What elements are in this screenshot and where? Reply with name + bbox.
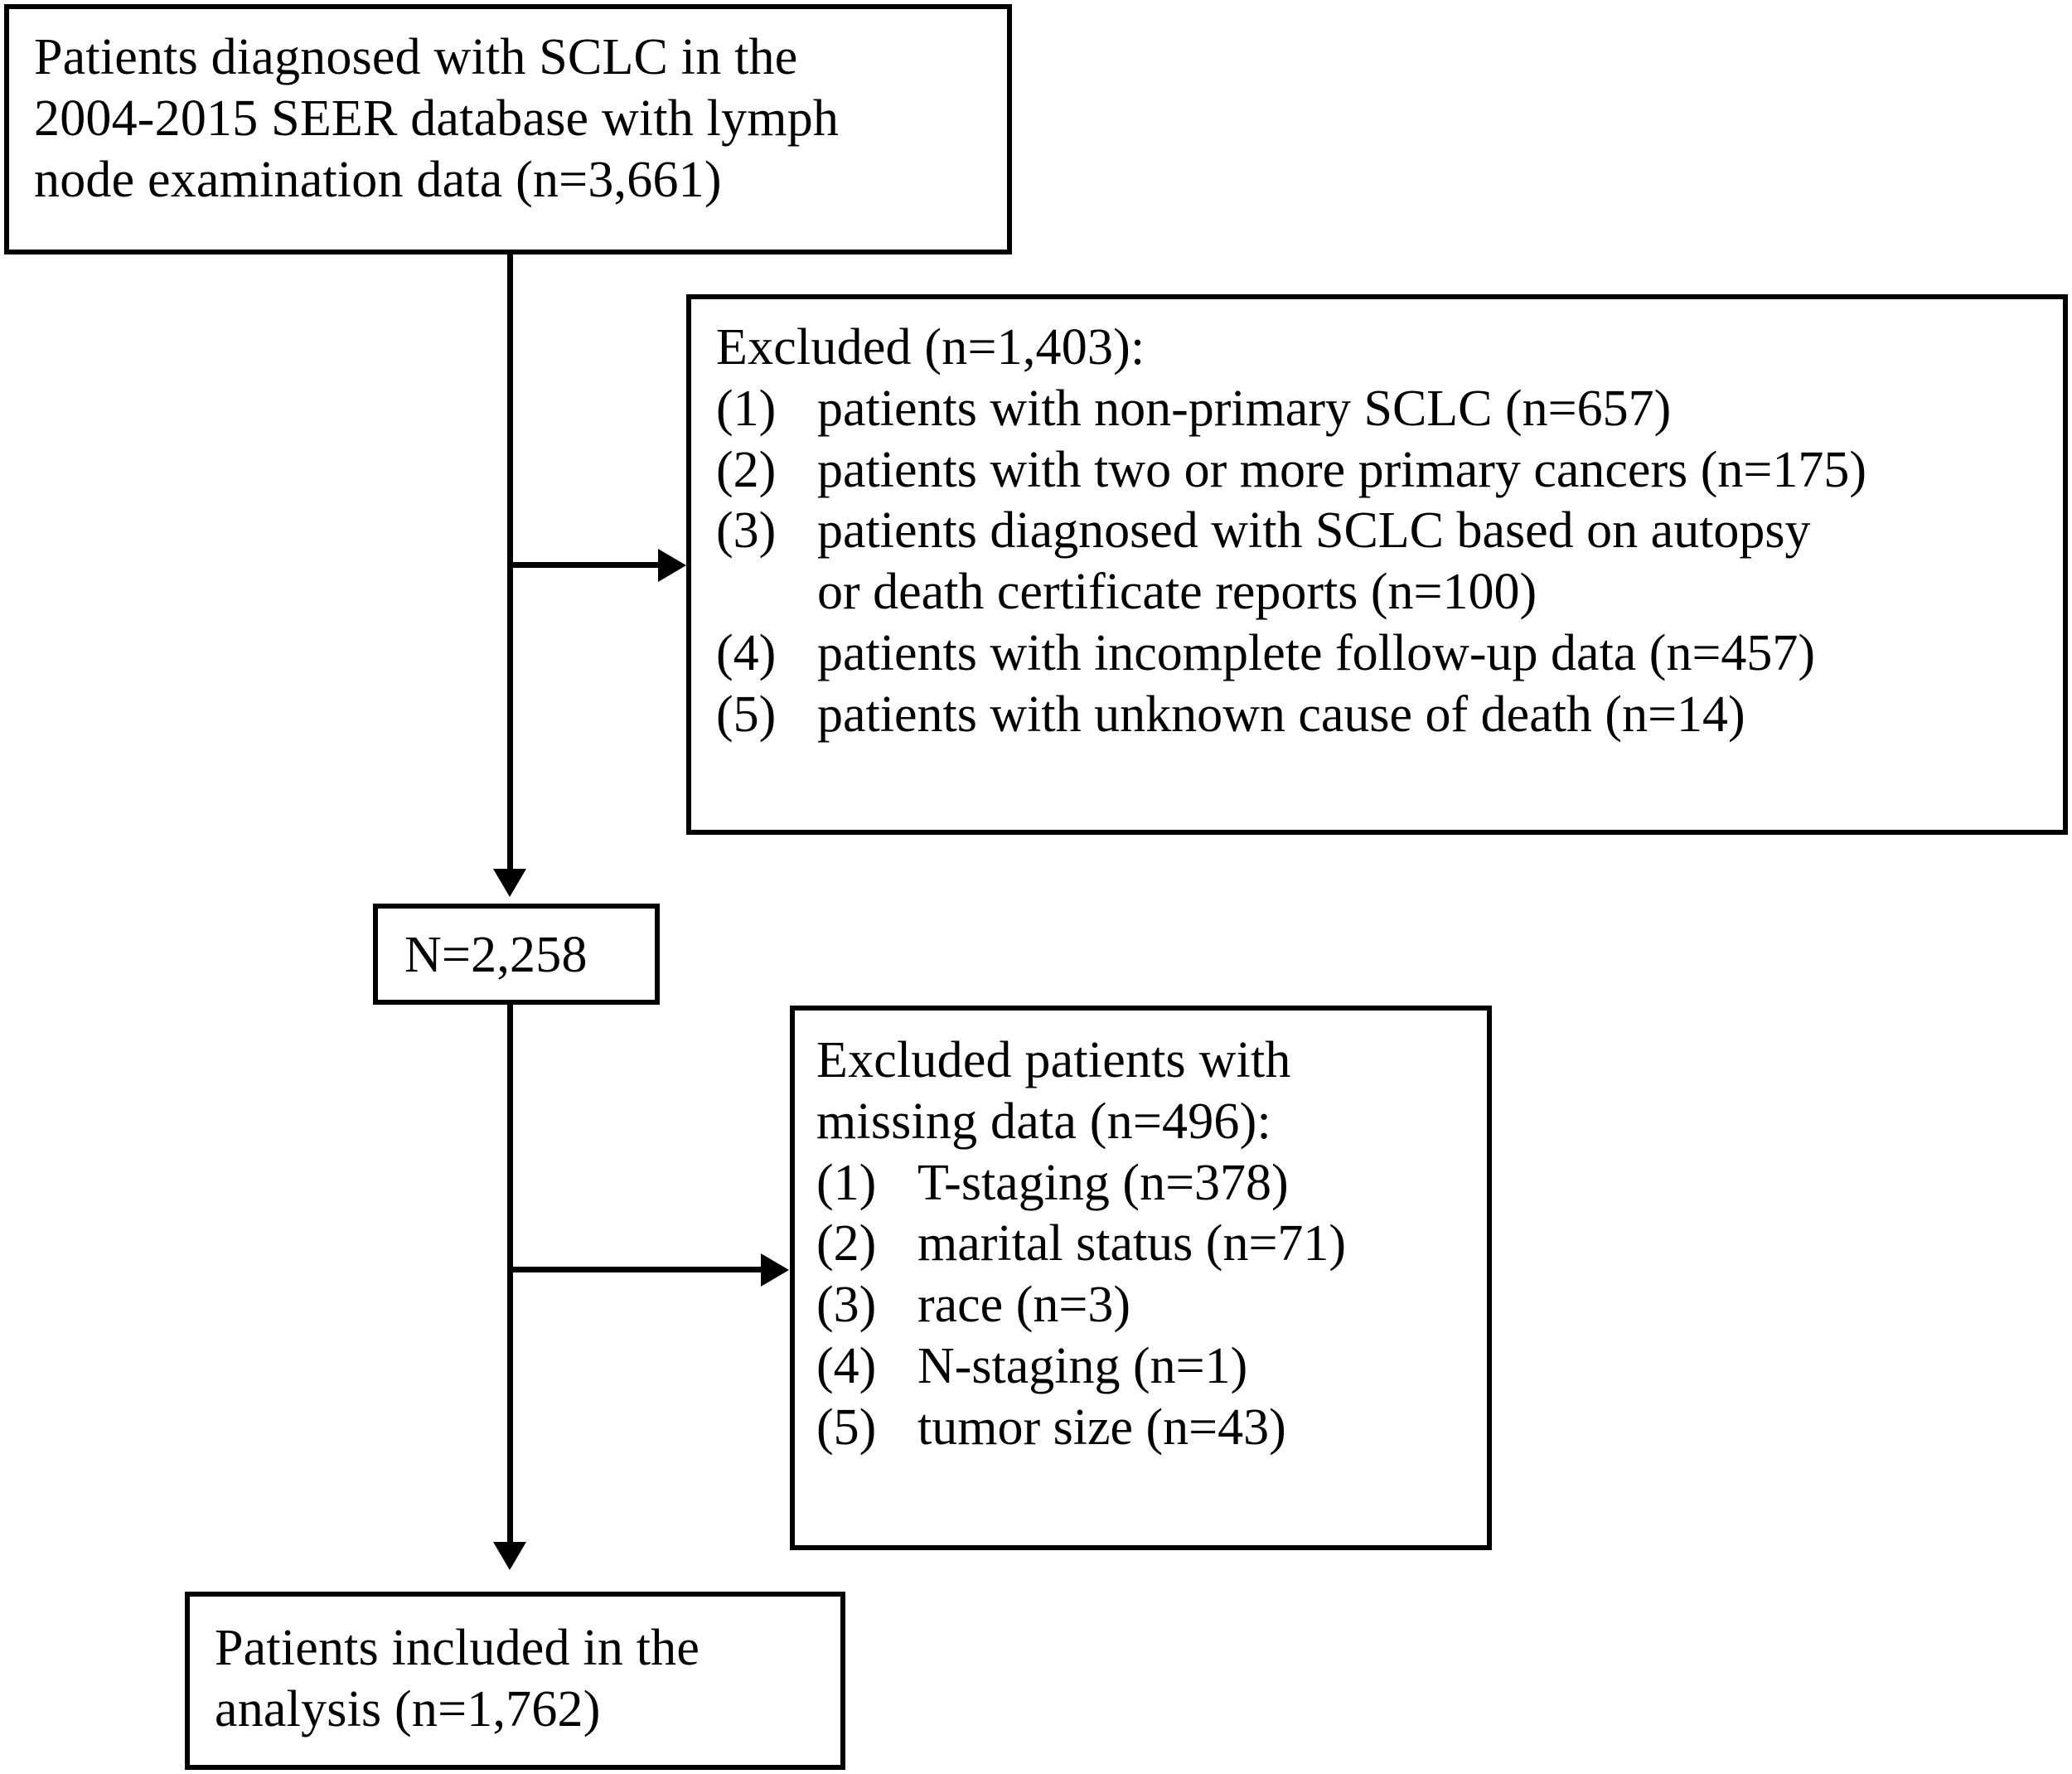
arrow-into-included — [493, 1542, 526, 1570]
excluded-1-item: (5) patients with unknown cause of death… — [716, 685, 2041, 746]
list-marker: (1) — [816, 1154, 877, 1211]
list-marker: (2) — [716, 441, 777, 498]
list-marker: (4) — [716, 624, 777, 681]
list-marker: (5) — [716, 686, 777, 743]
list-text: patients with unknown cause of death (n=… — [817, 686, 1745, 743]
source-line-3: node examination data (n=3,661) — [34, 151, 722, 208]
node-excluded-missing-data: Excluded patients with missing data (n=4… — [790, 1006, 1492, 1550]
node-remaining-count: N=2,258 — [373, 904, 660, 1005]
excluded-1-item: (4) patients with incomplete follow-up d… — [716, 623, 2041, 685]
excluded-2-item: (2) marital status (n=71) — [816, 1214, 1470, 1275]
list-marker: (4) — [816, 1337, 877, 1394]
node-excluded-first-pass-body: Excluded (n=1,403): (1) patients with no… — [691, 299, 2063, 760]
connector-branch-excluded-2 — [507, 1267, 762, 1272]
connector-remaining-to-included — [507, 1005, 513, 1544]
arrow-into-excluded-2 — [761, 1253, 789, 1287]
excluded-2-heading-line-1: Excluded patients with — [816, 1032, 1291, 1088]
excluded-2-item: (1) T-staging (n=378) — [816, 1153, 1470, 1214]
source-line-2: 2004-2015 SEER database with lymph — [34, 90, 840, 147]
source-line-1: Patients diagnosed with SCLC in the — [34, 29, 798, 85]
excluded-2-item: (3) race (n=3) — [816, 1275, 1470, 1336]
list-text: tumor size (n=43) — [917, 1398, 1286, 1456]
list-text: patients with non-primary SCLC (n=657) — [817, 380, 1672, 437]
list-text: patients with incomplete follow-up data … — [817, 624, 1816, 681]
list-marker: (3) — [816, 1277, 877, 1334]
list-text: marital status (n=71) — [917, 1215, 1347, 1272]
node-source-cohort: Patients diagnosed with SCLC in the 2004… — [4, 4, 1012, 254]
arrow-into-remaining — [493, 869, 526, 897]
excluded-1-item: (1) patients with non-primary SCLC (n=65… — [716, 379, 2041, 440]
excluded-1-item: (3) patients diagnosed with SCLC based o… — [716, 501, 2041, 623]
node-excluded-missing-data-body: Excluded patients with missing data (n=4… — [795, 1011, 1487, 1470]
node-included-analysis-body: Patients included in the analysis (n=1,7… — [190, 1597, 840, 1757]
list-text: N-staging (n=1) — [917, 1337, 1248, 1394]
list-text: patients with two or more primary cancer… — [817, 441, 1866, 498]
included-line-2: analysis (n=1,762) — [215, 1680, 601, 1738]
node-remaining-count-body: N=2,258 — [378, 909, 655, 998]
list-marker: (3) — [716, 502, 777, 560]
node-included-analysis: Patients included in the analysis (n=1,7… — [185, 1592, 845, 1770]
list-marker: (5) — [816, 1398, 877, 1456]
list-marker: (2) — [816, 1215, 877, 1272]
included-line-1: Patients included in the — [215, 1620, 700, 1676]
excluded-2-item: (5) tumor size (n=43) — [816, 1398, 1470, 1459]
remaining-label: N=2,258 — [404, 927, 588, 983]
excluded-2-item: (4) N-staging (n=1) — [816, 1336, 1470, 1398]
arrow-into-excluded-1 — [658, 549, 686, 582]
node-excluded-first-pass: Excluded (n=1,403): (1) patients with no… — [686, 294, 2068, 835]
list-marker: (1) — [716, 380, 777, 437]
excluded-1-heading: Excluded (n=1,403): — [716, 319, 1145, 376]
list-text: T-staging (n=378) — [917, 1154, 1289, 1211]
list-text: race (n=3) — [917, 1277, 1130, 1334]
excluded-1-item: (2) patients with two or more primary ca… — [716, 440, 2041, 502]
node-source-cohort-body: Patients diagnosed with SCLC in the 2004… — [9, 9, 1007, 225]
list-text: patients diagnosed with SCLC based on au… — [817, 502, 1811, 621]
connector-branch-excluded-1 — [507, 562, 660, 568]
excluded-2-heading-line-2: missing data (n=496): — [816, 1093, 1271, 1150]
